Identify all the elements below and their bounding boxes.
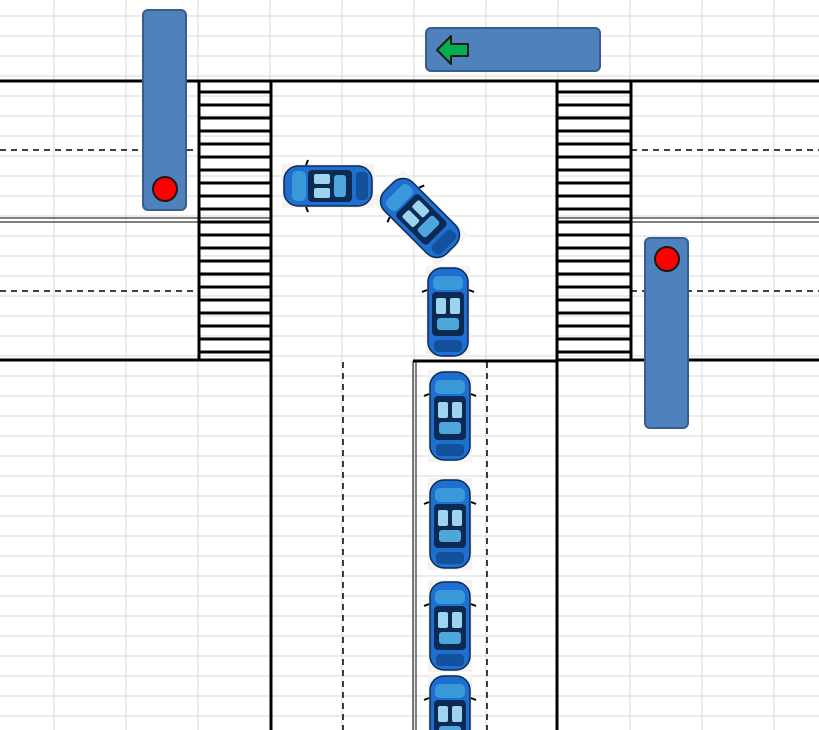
car-icon [421, 266, 475, 358]
car-icon [423, 674, 477, 730]
car-icon [282, 159, 374, 213]
car-icon [423, 580, 477, 672]
car-icon [371, 169, 469, 267]
car-queue [282, 159, 477, 730]
center-double-line-right [631, 217, 819, 223]
green-left-arrow-icon [436, 35, 469, 65]
left-traffic-signal [142, 9, 187, 211]
center-double-line-left [0, 217, 199, 223]
center-double-line-vertical [412, 361, 417, 730]
car-icon [423, 478, 477, 570]
crosswalk-right [555, 81, 633, 360]
left-turn-arrow-signal [425, 27, 601, 72]
red-light-icon [654, 246, 680, 272]
right-traffic-signal [644, 237, 689, 429]
crosswalk-left [197, 81, 273, 360]
car-icon [423, 370, 477, 462]
red-light-icon [152, 176, 178, 202]
